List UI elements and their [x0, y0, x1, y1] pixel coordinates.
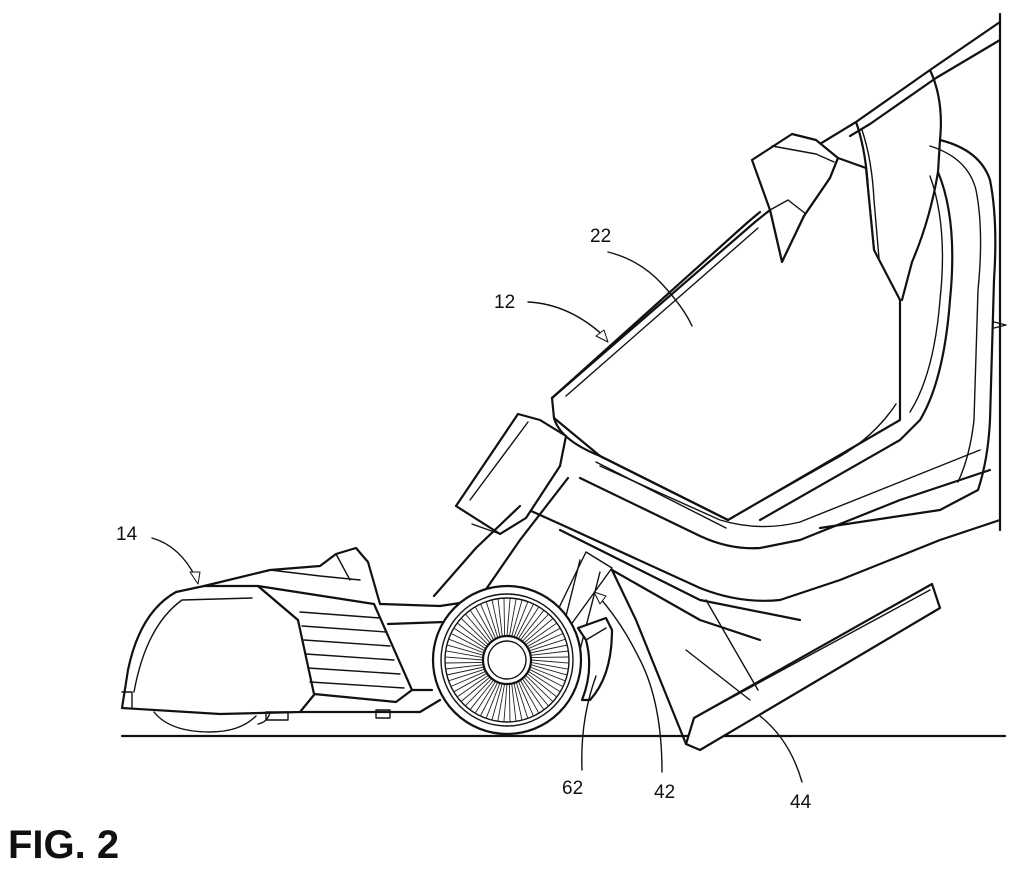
wheel-spoke	[517, 681, 534, 717]
wheel-spoke	[460, 676, 491, 702]
wheel-spoke	[448, 668, 485, 682]
main-wheel	[431, 584, 583, 736]
wheel-spoke	[529, 644, 568, 654]
wheel-spoke	[521, 678, 545, 711]
dust-cup	[550, 156, 902, 529]
wheel-spoke	[485, 601, 499, 638]
wheel-spoke	[485, 682, 501, 719]
wheel-spoke	[513, 601, 529, 638]
wheel-spoke	[445, 650, 484, 659]
cleaning-head	[120, 546, 482, 733]
wheel-spoke	[508, 598, 517, 637]
wheel-spoke	[511, 599, 523, 637]
wheel-guard	[576, 616, 614, 702]
wheel-spoke	[450, 632, 486, 652]
wheel-spoke	[530, 664, 568, 676]
wheel-spoke	[523, 618, 554, 644]
wheel-spoke	[515, 603, 535, 639]
label-12: 12	[494, 292, 515, 313]
wheel-spoke	[497, 683, 506, 722]
label-42: 42	[654, 782, 675, 803]
wheel-spoke	[446, 666, 485, 676]
label-44: 44	[790, 792, 812, 813]
wheel-spoke	[511, 683, 517, 722]
wheel-spoke	[448, 638, 485, 654]
wheel-spoke	[529, 666, 566, 682]
label-62: 62	[562, 778, 583, 799]
wheel-spoke	[517, 606, 540, 640]
wheel-spoke	[446, 644, 484, 656]
wheel-spoke	[526, 627, 561, 648]
arrow-42	[593, 591, 607, 605]
break-line	[993, 12, 1007, 532]
wheel-spoke	[474, 680, 497, 714]
wheel-spoke	[530, 661, 569, 670]
wheel-spoke	[456, 674, 489, 698]
wheel-spoke	[491, 599, 501, 638]
arrow-14	[189, 571, 201, 585]
wheel-spoke	[529, 638, 566, 652]
figure-caption: FIG. 2	[8, 823, 119, 867]
label-14: 14	[116, 524, 138, 545]
wheel-spoke	[521, 613, 550, 642]
wheel-spoke	[519, 679, 540, 714]
wheel-spoke	[527, 670, 561, 693]
wheel-spoke	[450, 670, 486, 687]
wheel-spoke	[479, 681, 499, 717]
wheel-spoke	[469, 609, 493, 642]
wheel-spoke	[525, 622, 558, 646]
wheel-spoke	[453, 627, 487, 650]
arrow-12	[595, 329, 609, 343]
wheel-spoke	[464, 678, 493, 707]
wheel-spoke	[506, 598, 511, 637]
wheel-spokes	[445, 598, 569, 722]
wheel-spoke	[528, 633, 564, 650]
leader-lines	[151, 251, 803, 783]
wheel-spoke	[460, 617, 489, 646]
wheel-spoke	[445, 661, 484, 664]
lower-housing	[432, 412, 1002, 752]
wheel-spoke	[515, 682, 529, 719]
wheel-spoke	[445, 664, 484, 670]
wheel-spoke	[526, 672, 558, 698]
wheel-spoke	[465, 613, 491, 644]
label-22: 22	[590, 226, 611, 247]
wheel-spoke	[491, 683, 503, 721]
wheel-spoke	[469, 679, 495, 711]
wheel-spoke	[513, 682, 523, 721]
wheel-spoke	[519, 609, 545, 641]
wheel-spoke	[503, 598, 506, 637]
wheel-spoke	[456, 622, 488, 648]
wheel-spoke	[445, 656, 484, 661]
wheel-spoke	[474, 606, 495, 641]
wheel-spoke	[508, 683, 511, 722]
wheel-spoke	[530, 659, 569, 664]
wheel-spoke	[530, 656, 569, 659]
wheel-spoke	[503, 683, 508, 722]
wheel-spoke	[453, 672, 488, 693]
wheel-spoke	[525, 674, 554, 703]
wheel-spoke	[523, 676, 549, 707]
wheel-spoke	[530, 650, 569, 656]
wheel-spoke	[497, 598, 503, 637]
wheel-spoke	[528, 668, 564, 688]
wheel-spoke	[480, 603, 497, 639]
